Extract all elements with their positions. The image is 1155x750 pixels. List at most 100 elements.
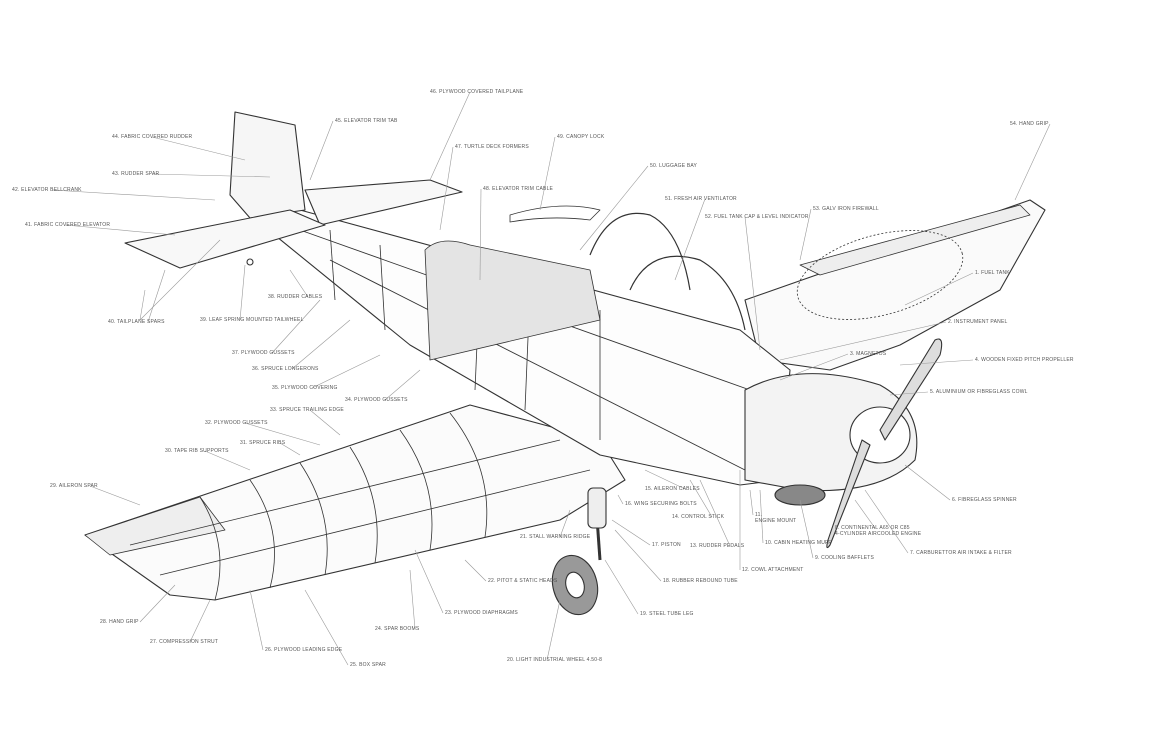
callout-label: 9. COOLING BAFFLETS	[815, 555, 875, 561]
callout-label: 4. WOODEN FIXED PITCH PROPELLER	[975, 357, 1074, 363]
leader-line	[409, 569, 416, 630]
callout-label: 28. HAND GRIP	[100, 619, 139, 625]
leader-line	[279, 442, 301, 456]
leader-line	[854, 499, 876, 529]
callout-label: 10. CABIN HEATING MUFF	[765, 540, 832, 546]
tailwheel	[246, 258, 254, 266]
leader-line	[189, 599, 211, 643]
callout-label: 30. TAPE RIB SUPPORTS	[165, 448, 229, 454]
callout-label: 44. FABRIC COVERED RUDDER	[112, 134, 193, 140]
callout-label: 39. LEAF SPRING MOUNTED TAILWHEEL	[200, 317, 304, 323]
leader-line	[309, 409, 341, 436]
leader-line	[239, 264, 246, 321]
leader-line	[899, 359, 974, 366]
leader-line	[539, 136, 556, 211]
leader-line	[271, 299, 321, 354]
leader-line	[249, 589, 264, 651]
leader-line	[89, 485, 141, 506]
leader-line	[579, 165, 649, 251]
leader-line	[614, 529, 662, 582]
callout-label: 26. PLYWOOD LEADING EDGE	[265, 647, 343, 653]
fin-rudder	[229, 111, 306, 219]
callout-label: 24. SPAR BOOMS	[375, 626, 420, 632]
main-wheel-hub	[565, 571, 585, 599]
leader-line	[674, 198, 706, 281]
leader-line	[749, 489, 754, 516]
callout-label: 51. FRESH AIR VENTILATOR	[665, 196, 737, 202]
leader-line	[889, 391, 929, 396]
callout-label: 36. SPRUCE LONGERONS	[252, 366, 319, 372]
leader-line	[799, 208, 812, 261]
leader-line	[644, 469, 686, 490]
callout-label: 6. FIBREGLASS SPINNER	[952, 497, 1017, 503]
callout-label: 38. RUDDER CABLES	[268, 294, 323, 300]
callout-label: 11. ENGINE MOUNT	[755, 512, 797, 524]
callout-label: 45. ELEVATOR TRIM TAB	[335, 118, 398, 124]
callout-label: 7. CARBURETTOR AIR INTAKE & FILTER	[910, 550, 1012, 556]
leader-line	[904, 272, 974, 306]
elevator	[124, 209, 326, 269]
callout-label: 27. COMPRESSION STRUT	[150, 639, 219, 645]
leader-line	[244, 422, 321, 446]
leader-line	[864, 489, 909, 554]
leader-line	[309, 120, 334, 181]
leader-line	[559, 509, 571, 538]
callout-label: 31. SPRUCE RIBS	[240, 440, 286, 446]
callout-label: 2. INSTRUMENT PANEL	[948, 319, 1008, 325]
leader-line	[611, 519, 651, 546]
leader-line	[464, 559, 487, 582]
callout-label: 47. TURTLE DECK FORMERS	[455, 144, 529, 150]
callout-label: 22. PITOT & STATIC HEADS	[488, 578, 558, 584]
callout-label: 29. AILERON SPAR	[50, 483, 98, 489]
turtle-deck-covering	[424, 240, 601, 361]
callout-label: 14. CONTROL STICK	[672, 514, 725, 520]
left-wing	[84, 404, 626, 601]
propeller-blade	[879, 338, 943, 441]
callout-label: 43. RUDDER SPAR	[112, 171, 160, 177]
leader-line	[779, 321, 947, 361]
callout-label: 21. STALL WARNING RIDGE	[520, 534, 591, 540]
leader-line	[744, 216, 761, 351]
callout-label: 37. PLYWOOD GUSSETS	[232, 350, 295, 356]
leader-line	[779, 353, 849, 381]
right-wing	[744, 199, 1046, 371]
leader-line	[51, 189, 216, 201]
callout-label: 15. AILERON CABLES	[645, 486, 700, 492]
leader-line	[479, 188, 482, 281]
leader-line	[384, 369, 421, 401]
leader-line	[139, 289, 146, 321]
left-wing-ribs	[129, 412, 591, 601]
leader-line	[546, 599, 561, 661]
leader-line	[291, 319, 351, 370]
callout-label: 17. PISTON	[652, 542, 681, 548]
canopy-frame	[589, 212, 691, 291]
canopy	[509, 205, 601, 223]
leader-line	[151, 136, 246, 161]
leader-line	[204, 450, 251, 471]
leader-line	[799, 499, 814, 559]
leader-line	[139, 584, 176, 623]
callout-label: 33. SPRUCE TRAILING EDGE	[270, 407, 344, 413]
callout-label: 13. RUDDER PEDALS	[690, 543, 745, 549]
shock-strut	[587, 487, 607, 529]
leader-line	[429, 91, 471, 181]
callout-label: 54. HAND GRIP	[1010, 121, 1049, 127]
leader-line	[139, 239, 221, 321]
fuel-tank-roundel	[796, 230, 964, 320]
callout-label: 52. FUEL TANK CAP & LEVEL INDICATOR	[705, 214, 809, 220]
leader-line	[699, 479, 731, 547]
callout-label: 48. ELEVATOR TRIM CABLE	[483, 186, 554, 192]
callout-label: 12. COWL ATTACHMENT	[742, 567, 804, 573]
leader-line	[311, 354, 381, 389]
callout-label: 20. LIGHT INDUSTRIAL WHEEL 4.50-8	[507, 657, 603, 663]
leader-line	[289, 269, 309, 298]
right-wing-aileron	[799, 204, 1031, 276]
callout-label: 19. STEEL TUBE LEG	[640, 611, 694, 617]
callout-label: 42. ELEVATOR BELLCRANK	[12, 187, 82, 193]
callout-label: 8. CONTINENTAL A65 OR C85 4-CYLINDER AIR…	[835, 525, 922, 537]
callout-label: 32. PLYWOOD GUSSETS	[205, 420, 268, 426]
callout-label: 23. PLYWOOD DIAPHRAGMS	[445, 610, 518, 616]
callout-label: 3. MAGNETOS	[850, 351, 887, 357]
